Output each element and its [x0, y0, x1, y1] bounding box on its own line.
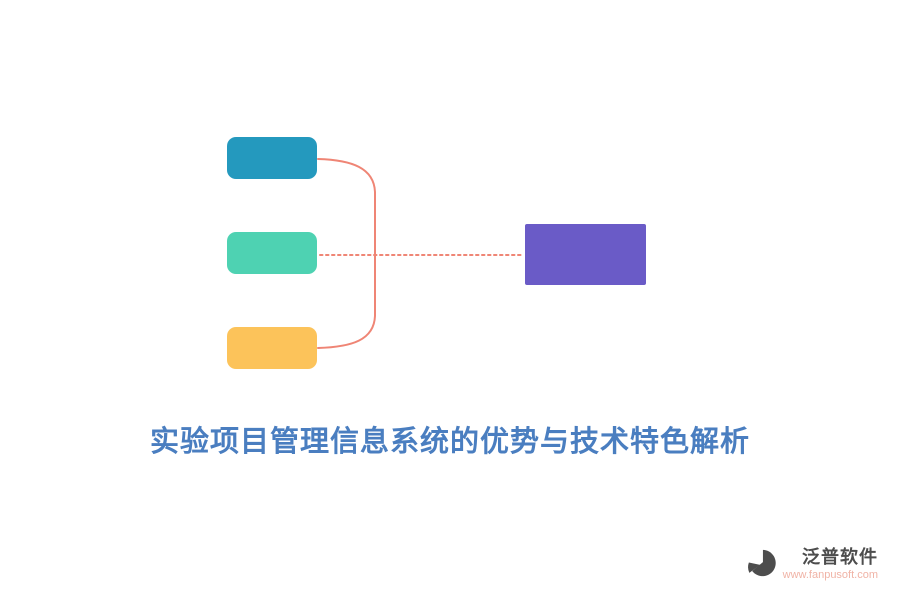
diagram-node-teal: [227, 232, 317, 274]
bracket-curve-top: [317, 158, 376, 349]
brand-website: www.fanpusoft.com: [782, 569, 878, 581]
brand-name: 泛普软件: [802, 547, 878, 567]
brand-footer: 泛普软件 www.fanpusoft.com: [747, 546, 878, 582]
fanpu-logo-icon: [747, 549, 776, 577]
diagram-node-yellow: [227, 327, 317, 369]
diagram-node-purple: [525, 224, 646, 285]
diagram-title: 实验项目管理信息系统的优势与技术特色解析: [149, 426, 750, 458]
diagram-node-blue: [227, 137, 317, 179]
brand-text-block: 泛普软件 www.fanpusoft.com: [783, 546, 878, 582]
